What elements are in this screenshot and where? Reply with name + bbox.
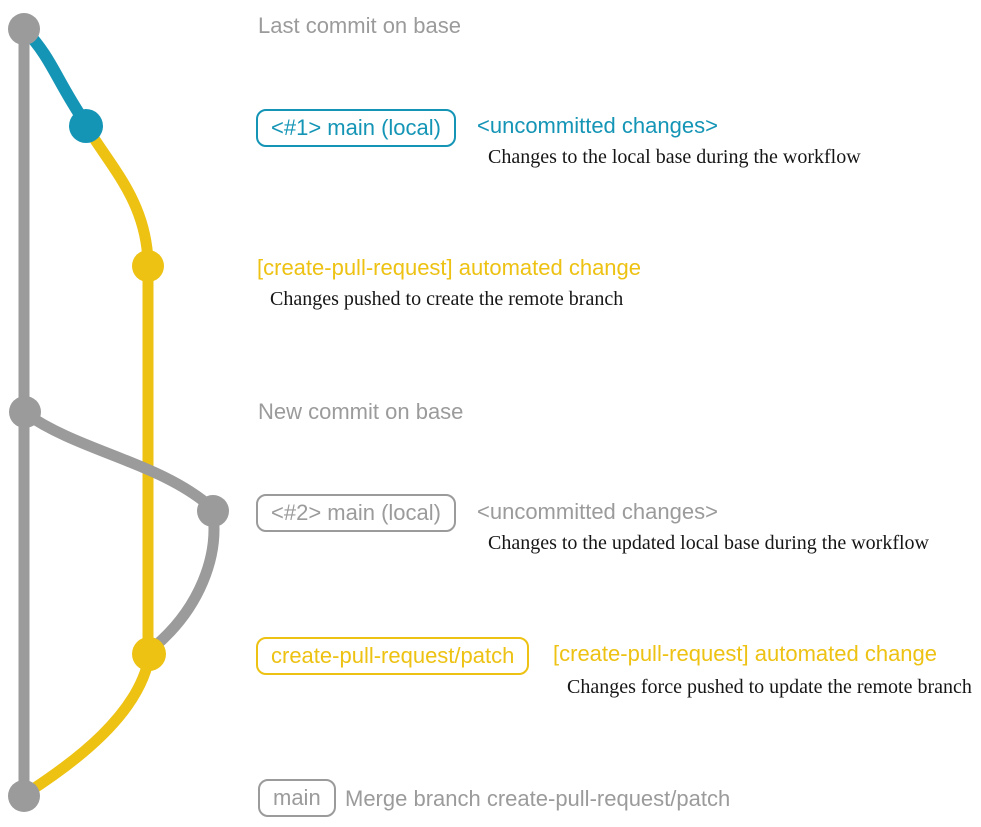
merge-title: Merge branch create-pull-request/patch bbox=[345, 786, 731, 811]
main-local-1-note: Changes to the local base during the wor… bbox=[488, 146, 861, 168]
automated-change-1-title: [create-pull-request] automated change bbox=[257, 255, 642, 280]
main-local-1-branch-label: <#1> main (local) bbox=[256, 109, 456, 148]
commit-dot-merge bbox=[8, 780, 40, 812]
commit-dot-main-local-1 bbox=[69, 109, 103, 143]
automated-change-2-title: [create-pull-request] automated change bbox=[553, 641, 938, 666]
automated-change-2-note: Changes force pushed to update the remot… bbox=[567, 676, 972, 698]
commit-dot-automated-change-2 bbox=[132, 637, 166, 671]
local-main-1-curve bbox=[19, 24, 92, 130]
commit-dot-automated-change-1 bbox=[132, 250, 164, 282]
commit-graph bbox=[8, 13, 229, 812]
local-main-2-curve bbox=[19, 407, 220, 653]
main-local-1-status: <uncommitted changes> bbox=[477, 113, 718, 138]
commit-dot-new-base bbox=[9, 396, 41, 428]
patch-branch-row: create-pull-request/patch bbox=[256, 637, 530, 676]
automated-change-1-note: Changes pushed to create the remote bran… bbox=[270, 288, 624, 310]
last-commit-title: Last commit on base bbox=[258, 13, 461, 38]
main-local-2-row: <#2> main (local) bbox=[256, 494, 456, 533]
commit-dot-last-base bbox=[8, 13, 40, 45]
main-branch-label: main bbox=[258, 779, 336, 818]
patch-branch-merge-curve bbox=[21, 652, 155, 799]
main-local-1-row: <#1> main (local) bbox=[256, 109, 456, 148]
main-local-2-note: Changes to the updated local base during… bbox=[488, 532, 929, 554]
new-commit-title: New commit on base bbox=[258, 399, 464, 424]
main-local-2-branch-label: <#2> main (local) bbox=[256, 494, 456, 533]
main-local-2-status: <uncommitted changes> bbox=[477, 499, 718, 524]
patch-branch-line bbox=[80, 120, 154, 656]
patch-branch-label: create-pull-request/patch bbox=[256, 637, 530, 676]
commit-dot-main-local-2 bbox=[197, 495, 229, 527]
merge-row: main bbox=[258, 779, 336, 818]
